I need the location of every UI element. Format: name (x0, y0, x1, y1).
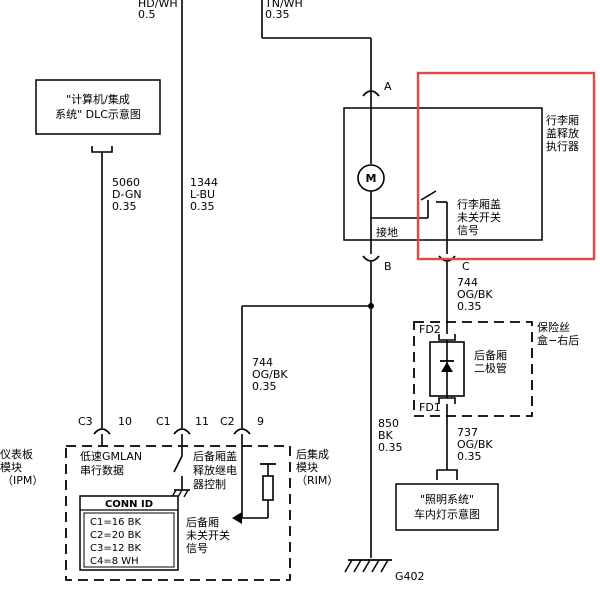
switch-line3: 信号 (457, 224, 479, 237)
w5060-gauge: 0.35 (112, 200, 137, 213)
c1-label: C1 (156, 415, 171, 428)
conn-id-row: C1=16 BK (90, 517, 141, 528)
w737-circuit: 737 (457, 426, 478, 439)
top-right-wire-code: TN/WH (264, 0, 303, 10)
connector-c2: C2 9 (220, 415, 264, 435)
relay-switch (171, 434, 190, 498)
ipm-line2: 模块 (0, 461, 22, 474)
relay-line1: 后备厢盖 (193, 449, 237, 463)
c3-pin: 10 (118, 415, 132, 428)
trunk-release-actuator: A M 接地 行李厢盖 未关开关 信号 行李厢 盖释放 执行器 B C (343, 80, 579, 273)
fuse-box-name-line2: 盒−右后 (537, 333, 579, 347)
w737-gauge: 0.35 (457, 450, 482, 463)
w744-left-color: OG/BK (252, 368, 288, 381)
sense-circuit (232, 434, 276, 524)
c1-pin: 11 (195, 415, 209, 428)
fuse-box-right-rear: FD2 FD1 后备厢 二极管 保险丝 盒−右后 (413, 320, 579, 417)
conn-id-table: CONN ID C1=16 BK C2=20 BK C3=12 BK C4=8 … (79, 495, 179, 571)
switch-icon (420, 190, 437, 201)
light-line1: "照明系统" (420, 493, 474, 506)
sense-line3: 信号 (186, 542, 208, 555)
w737-color: OG/BK (457, 438, 493, 451)
ground-icon (344, 559, 392, 573)
w1344-color: L-BU (190, 188, 215, 201)
switch-line1: 行李厢盖 (457, 197, 501, 211)
w850-circuit: 850 (378, 417, 399, 430)
arrow-left-icon (232, 512, 242, 524)
wire-737 (436, 404, 458, 480)
w5060-circuit: 5060 (112, 176, 140, 189)
fd1-label: FD1 (419, 401, 441, 414)
w744c-color: OG/BK (457, 288, 493, 301)
sense-line2: 未关开关 (186, 528, 230, 542)
top-left-wire-code: HD/WH (138, 0, 178, 10)
conn-id-title: CONN ID (105, 499, 153, 510)
lighting-reference-box: "照明系统" 车内灯示意图 (395, 483, 499, 531)
w744c-circuit: 744 (457, 276, 478, 289)
w1344-circuit: 1344 (190, 176, 218, 189)
conn-id-row: C2=20 BK (90, 530, 141, 541)
c2-pin: 9 (257, 415, 264, 428)
w744-left-circuit: 744 (252, 356, 273, 369)
fd2-label: FD2 (419, 323, 441, 336)
rim-line2: 模块 (296, 461, 318, 474)
fuse-box-name-line1: 保险丝 (537, 320, 570, 334)
w5060-color: D-GN (112, 188, 142, 201)
pin-b-label: B (384, 260, 392, 273)
w744c-gauge: 0.35 (457, 300, 482, 313)
c3-label: C3 (78, 415, 93, 428)
actuator-name-line2: 盖释放 (546, 126, 579, 140)
pin-a-label: A (384, 80, 392, 93)
diode-icon (441, 362, 453, 372)
w850-gauge: 0.35 (378, 441, 403, 454)
actuator-name-line3: 执行器 (546, 139, 579, 153)
connector-c1: C1 11 (156, 415, 209, 435)
diode-line1: 后备厢 (474, 348, 507, 362)
wire-5060 (91, 146, 113, 418)
relay-line3: 器控制 (193, 477, 226, 491)
ground-label: 接地 (376, 226, 398, 239)
sense-line1: 后备厢 (186, 515, 219, 529)
dlc-line2: 系统" DLC示意图 (55, 107, 141, 121)
connector-c3: C3 10 (78, 415, 132, 446)
conn-id-row: C3=12 BK (90, 543, 141, 554)
diode-line2: 二极管 (474, 361, 507, 375)
ipm-line3: （IPM） (2, 474, 43, 487)
top-right-wire-gauge: 0.35 (265, 8, 290, 21)
pin-c-label: C (462, 260, 470, 273)
rim-line3: （RIM） (296, 474, 338, 487)
wire-850 (242, 262, 374, 558)
actuator-name-line1: 行李厢 (546, 113, 579, 127)
gmlan-line2: 串行数据 (80, 463, 124, 477)
wire-top-right (261, 0, 372, 88)
motor-label: M (366, 172, 377, 185)
rim-line1: 后集成 (296, 447, 329, 461)
gmlan-line1: 低速GMLAN (80, 450, 142, 463)
relay-line2: 释放继电 (193, 463, 237, 477)
ipm-line1: 仪表板 (0, 447, 33, 461)
w744-left-gauge: 0.35 (252, 380, 277, 393)
ipm-rim-module-box (65, 445, 291, 581)
light-line2: 车内灯示意图 (414, 507, 480, 521)
relay-switch-icon (173, 455, 183, 473)
top-left-wire-gauge: 0.5 (138, 8, 156, 21)
resistor-icon (262, 475, 274, 501)
w850-color: BK (378, 429, 394, 442)
w1344-gauge: 0.35 (190, 200, 215, 213)
switch-line2: 未关开关 (457, 210, 501, 224)
ground-id: G402 (395, 570, 425, 583)
highlight-box (416, 71, 596, 261)
dlc-line1: "计算机/集成 (66, 92, 130, 106)
c2-label: C2 (220, 415, 235, 428)
conn-id-row: C4=8 WH (90, 556, 139, 567)
dlc-reference-box: "计算机/集成 系统" DLC示意图 (35, 79, 161, 135)
